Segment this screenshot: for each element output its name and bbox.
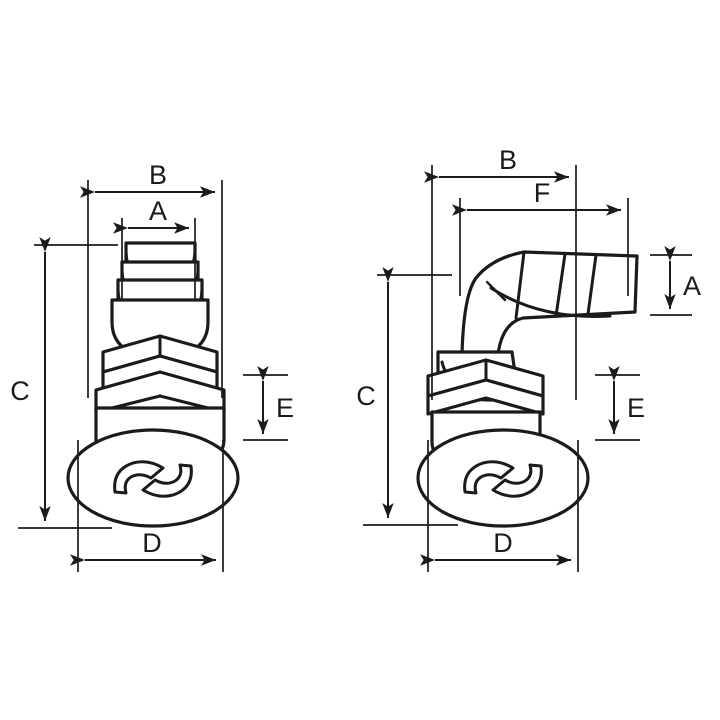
outlet-rib-0 (514, 250, 526, 320)
outlet-rib-2 (586, 253, 598, 316)
dimension-E-left: E (243, 366, 294, 441)
dimension-A-right: A (650, 246, 701, 316)
dimension-label-F-right: F (534, 178, 551, 208)
elbow-hex-nut-bottom (426, 378, 545, 416)
dimension-F-right: F (452, 178, 629, 296)
figure-elbow-fitting: B F A C (356, 145, 701, 572)
dimension-B-left: B (80, 160, 223, 398)
elbow-crease (485, 280, 507, 302)
dimension-A-left: A (113, 196, 196, 300)
elbow-inner-fold (489, 286, 612, 318)
figure-straight-fitting: B A C D (10, 160, 294, 572)
dimension-E-right: E (595, 366, 645, 441)
outlet-rib-1 (554, 252, 567, 318)
dimension-D-left: D (70, 440, 224, 572)
dimension-label-C-left: C (10, 376, 30, 406)
scoop-slot-right (141, 463, 193, 498)
dimension-B-right: B (424, 145, 577, 400)
dimension-label-E-left: E (276, 393, 294, 423)
dimension-label-A-left: A (149, 196, 167, 226)
elbow-scoop-slot-right (491, 463, 543, 498)
straight-fitting-body (66, 241, 240, 528)
dimension-label-D-left: D (142, 528, 162, 558)
dimension-label-B-left: B (149, 160, 167, 190)
dimension-label-B-right: B (499, 145, 517, 175)
dimension-label-A-right: A (683, 271, 701, 301)
dimension-D-right: D (420, 440, 579, 572)
dimension-label-D-right: D (493, 528, 513, 558)
elbow-scoop-slot-left (463, 460, 515, 495)
scoop-slot-left (113, 460, 165, 495)
dimension-C-right: C (356, 267, 458, 526)
dimension-label-C-right: C (356, 381, 376, 411)
dimension-C-left: C (10, 237, 118, 529)
elbow-fitting-body (416, 250, 639, 528)
dimension-label-E-right: E (627, 393, 645, 423)
